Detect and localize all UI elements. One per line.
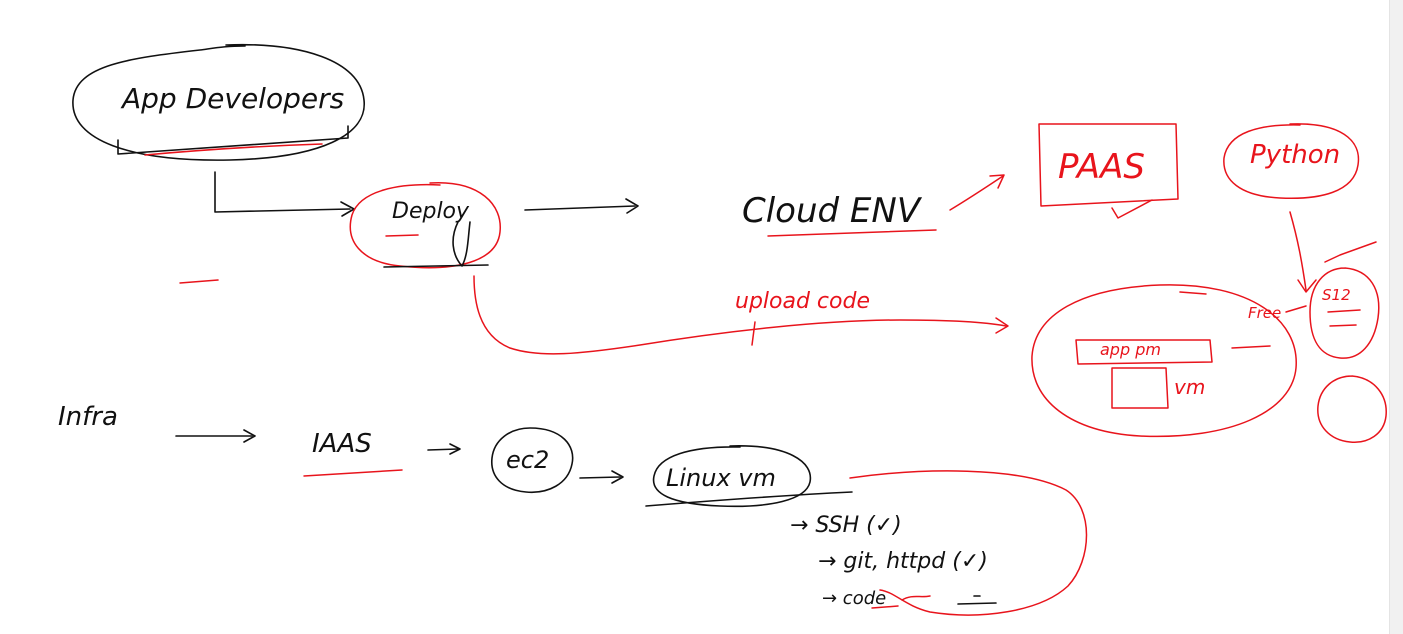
vm-box xyxy=(1111,367,1169,409)
upload-code-connector xyxy=(473,275,1007,355)
free-arrow xyxy=(1285,305,1307,313)
app-developers-label: App Developers xyxy=(120,82,344,115)
python-ellipse xyxy=(1223,123,1360,200)
arrow-infra-to-iaas-head xyxy=(243,429,256,443)
linux-vm-underline xyxy=(645,491,853,507)
deploy-red-dash xyxy=(385,234,419,237)
vertical-scrollbar[interactable] xyxy=(1389,0,1403,634)
deploy-mark xyxy=(452,221,471,267)
paas-check xyxy=(1111,199,1153,219)
app-pm-box xyxy=(1075,339,1213,365)
iaas-red-underline xyxy=(303,469,403,477)
deploy-label: Deploy xyxy=(392,199,470,224)
cloud-env-red-underline xyxy=(767,229,937,237)
paas-label: PAAS xyxy=(1058,147,1145,187)
app-developers-underline xyxy=(117,125,349,155)
connector-to-deploy xyxy=(214,171,351,213)
upload-code-label: upload code xyxy=(735,289,870,314)
task-code: → code xyxy=(822,588,886,609)
free-label: Free xyxy=(1248,304,1281,322)
app-developers-ellipse xyxy=(72,43,365,161)
linux-vm-label: Linux vm xyxy=(666,464,776,492)
linux-tasks-red-outline xyxy=(849,470,1088,616)
arrow-deploy-to-cloud-head xyxy=(625,198,639,214)
vm-environment-ellipse xyxy=(1031,284,1297,438)
task-git-httpd: → git, httpd (✓) xyxy=(818,549,988,574)
arrow-iaas-to-ec2-head xyxy=(449,443,461,455)
paas-box xyxy=(1038,123,1179,207)
deploy-underline xyxy=(383,264,489,268)
task-code-dash xyxy=(957,602,997,605)
size-label: S12 xyxy=(1322,286,1351,304)
cloud-env-label: Cloud ENV xyxy=(742,191,923,231)
arrow-ec2-to-linux xyxy=(579,476,621,479)
stray-red-dash xyxy=(179,279,219,284)
arrow-iaas-to-ec2 xyxy=(427,448,459,451)
task-code-red-squiggle xyxy=(901,595,931,601)
ec2-label: ec2 xyxy=(506,446,549,474)
infra-label: Infra xyxy=(58,402,118,432)
linux-vm-ellipse xyxy=(652,445,812,508)
ec2-ellipse xyxy=(491,427,574,494)
python-to-size-head xyxy=(1297,279,1317,293)
upload-code-tick xyxy=(751,321,756,346)
upload-code-arrowhead xyxy=(995,317,1009,334)
python-to-size-line xyxy=(1289,211,1307,291)
arrow-cloud-to-paas-head xyxy=(989,174,1005,189)
app-pm-dash xyxy=(1231,345,1271,349)
app-pm-label: app pm xyxy=(1100,340,1161,359)
deploy-ellipse xyxy=(349,182,501,269)
task-code-red-underline xyxy=(871,605,899,609)
empty-red-circle xyxy=(1317,375,1387,443)
size-dash-1 xyxy=(1327,309,1361,313)
vm-label: vm xyxy=(1174,375,1205,399)
python-label: Python xyxy=(1250,140,1340,170)
stray-red-check xyxy=(1324,241,1377,263)
iaas-label: IAAS xyxy=(312,429,372,459)
size-ellipse xyxy=(1309,267,1380,359)
task-ssh: → SSH (✓) xyxy=(790,513,902,538)
vm-env-red-dash-top xyxy=(1179,291,1207,295)
arrow-deploy-to-cloud xyxy=(524,205,636,211)
app-developers-red-underline xyxy=(144,143,323,156)
arrow-cloud-to-paas xyxy=(949,175,1004,211)
size-dash-2 xyxy=(1329,324,1357,327)
arrow-ec2-to-linux-head xyxy=(611,470,624,484)
